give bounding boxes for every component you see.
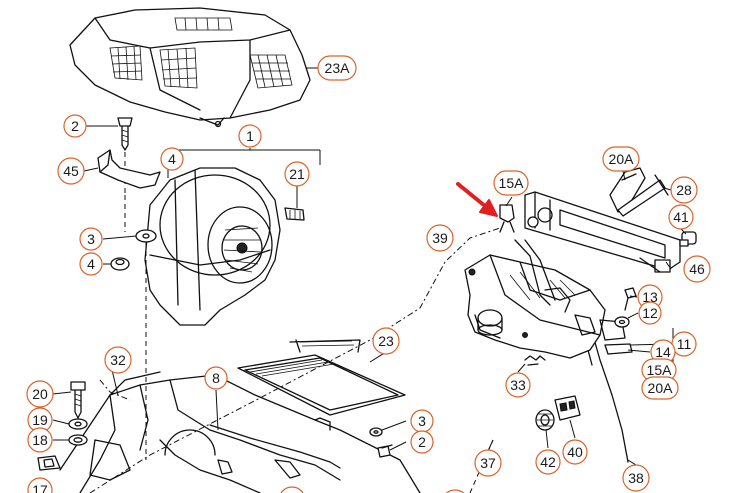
- callout-39: 39: [426, 224, 454, 252]
- callout-38: 38: [622, 464, 650, 492]
- callout-3-right: 3: [410, 409, 434, 433]
- callout-23A-top: 23A: [317, 55, 357, 81]
- switch-40: [554, 395, 581, 421]
- screw-13: [624, 287, 637, 311]
- bracket-45: [97, 149, 161, 189]
- callout-19: 19: [27, 407, 53, 433]
- partial-callout-bottom-a: [280, 486, 304, 493]
- callout-3-left: 3: [79, 227, 103, 251]
- svg-text:38: 38: [628, 470, 644, 486]
- knob-42: [535, 409, 555, 431]
- bolt-20: [70, 381, 86, 419]
- svg-text:45: 45: [63, 163, 79, 179]
- svg-text:4: 4: [168, 151, 176, 167]
- washer-12: [614, 316, 630, 328]
- svg-text:15A: 15A: [499, 175, 525, 191]
- svg-text:40: 40: [567, 444, 583, 460]
- cable-32: [99, 379, 131, 401]
- svg-text:13: 13: [642, 289, 658, 305]
- svg-text:8: 8: [212, 370, 220, 386]
- callout-1: 1: [238, 124, 262, 148]
- lower-housing: [59, 371, 421, 493]
- filter-23: [237, 339, 406, 416]
- control-panel-46: [524, 191, 681, 273]
- svg-text:17: 17: [32, 482, 48, 493]
- callout-14: 14: [650, 339, 676, 365]
- svg-text:15A: 15A: [647, 362, 673, 378]
- svg-text:18: 18: [32, 432, 48, 448]
- svg-text:42: 42: [540, 454, 556, 470]
- callout-23: 23: [372, 327, 400, 355]
- svg-text:39: 39: [432, 230, 448, 246]
- screw-2-right: [377, 444, 393, 458]
- svg-text:12: 12: [642, 305, 658, 321]
- callout-41: 41: [668, 204, 694, 230]
- callout-17: 17: [27, 477, 53, 493]
- callout-8: 8: [204, 366, 228, 390]
- callout-4-top: 4: [160, 147, 184, 171]
- svg-text:23: 23: [378, 333, 394, 349]
- callout-46: 46: [683, 255, 711, 283]
- blower-assembly: [144, 149, 321, 326]
- svg-text:32: 32: [110, 352, 126, 368]
- svg-text:19: 19: [32, 412, 48, 428]
- svg-text:37: 37: [480, 455, 496, 471]
- callout-13: 13: [637, 284, 663, 310]
- callout-2-top: 2: [63, 114, 87, 138]
- grommet-4-left: [110, 257, 130, 271]
- connector-21: [284, 207, 305, 221]
- svg-text:14: 14: [655, 344, 671, 360]
- svg-text:3: 3: [87, 231, 95, 247]
- svg-text:41: 41: [673, 209, 689, 225]
- svg-text:33: 33: [510, 377, 526, 393]
- callout-20: 20: [26, 380, 54, 408]
- svg-text:28: 28: [676, 182, 692, 198]
- callout-45: 45: [57, 157, 85, 185]
- callout-20A-bottom: 20A: [641, 376, 679, 400]
- callout-11: 11: [671, 331, 697, 357]
- cable-38: [589, 324, 629, 463]
- partial-callout-bottom-b: [445, 489, 465, 493]
- svg-text:20: 20: [32, 386, 48, 402]
- clip-33: [524, 355, 546, 366]
- callout-15A-bottom: 15A: [641, 358, 677, 382]
- svg-text:23A: 23A: [325, 60, 351, 76]
- washer-3-left: [135, 229, 157, 243]
- washer-18: [68, 434, 88, 446]
- svg-text:20A: 20A: [609, 151, 635, 167]
- svg-text:20A: 20A: [648, 380, 674, 396]
- svg-text:4: 4: [87, 256, 95, 272]
- svg-text:11: 11: [677, 336, 692, 352]
- callout-33: 33: [505, 372, 531, 398]
- svg-text:3: 3: [418, 413, 426, 429]
- svg-text:21: 21: [289, 166, 305, 182]
- lever-15a: [499, 204, 515, 233]
- svg-text:46: 46: [689, 261, 705, 277]
- callout-28: 28: [670, 176, 698, 204]
- callout-12: 12: [638, 301, 662, 325]
- svg-text:2: 2: [418, 434, 426, 450]
- callout-40: 40: [562, 439, 588, 465]
- callout-42: 42: [535, 449, 561, 475]
- callout-4-left: 4: [79, 252, 103, 276]
- washer-19: [68, 418, 88, 430]
- red-arrow: [456, 182, 498, 217]
- callout-20A-top: 20A: [602, 146, 640, 172]
- clip-17: [37, 455, 61, 471]
- callout-15A-top: 15A: [493, 170, 529, 196]
- callout-21: 21: [284, 161, 310, 187]
- callout-37: 37: [474, 449, 502, 477]
- knob-41: [679, 231, 697, 247]
- cover-housing: [69, 7, 311, 128]
- callout-32: 32: [104, 346, 132, 374]
- svg-text:1: 1: [246, 128, 254, 144]
- callout-18: 18: [27, 427, 53, 453]
- control-mechanism: [464, 239, 633, 359]
- washer-3-right: [369, 427, 383, 437]
- callout-2-right: 2: [410, 430, 434, 454]
- svg-text:2: 2: [71, 118, 79, 134]
